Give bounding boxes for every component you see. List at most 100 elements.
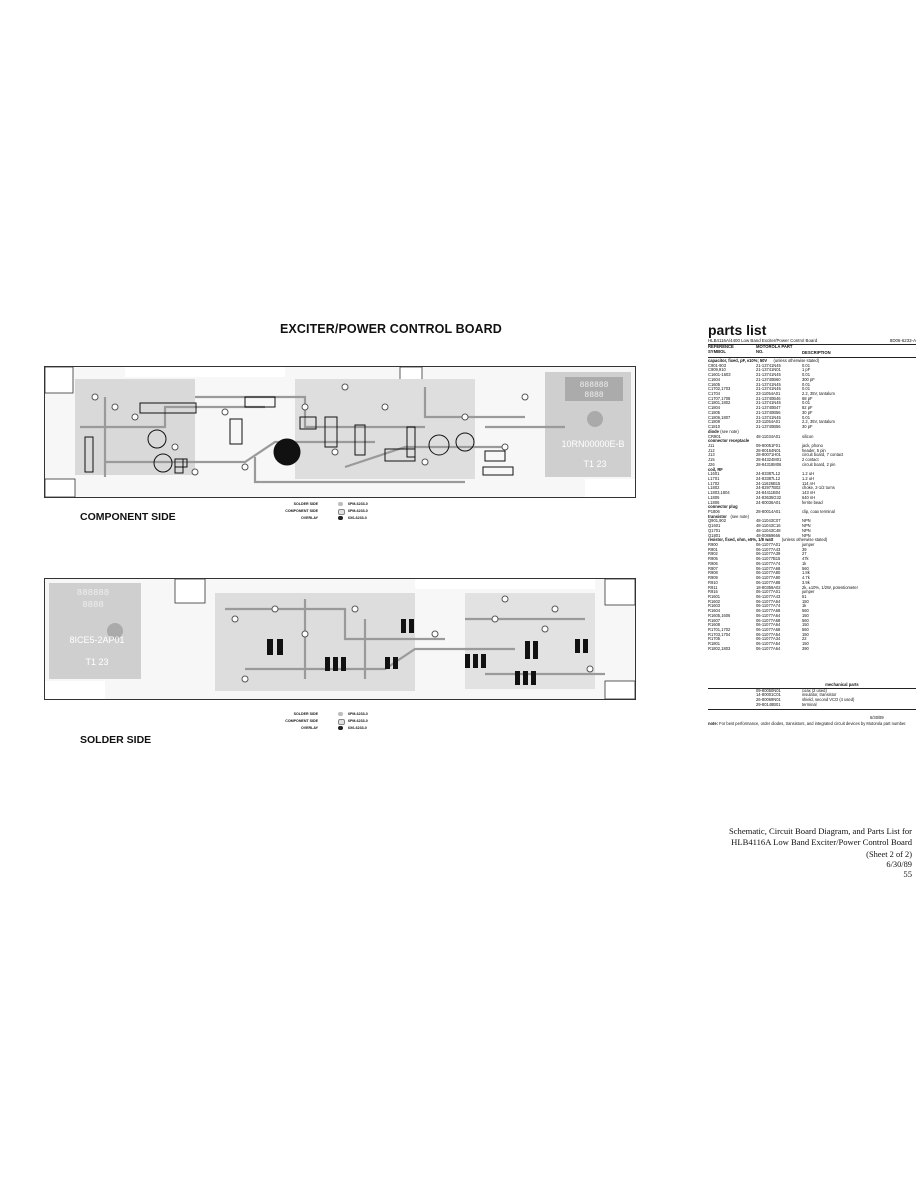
part-desc: 47k bbox=[802, 556, 809, 562]
note-text: For best performance, order diodes, tran… bbox=[719, 721, 907, 726]
category-label: coil, RF bbox=[708, 466, 723, 472]
part-ref: R901 bbox=[708, 546, 718, 552]
part-number: 06-11077A90 bbox=[756, 575, 781, 581]
category-note: (see note) bbox=[720, 428, 739, 434]
parts-list-date: 6/30/89 bbox=[870, 715, 884, 720]
part-number: 48-11034A01 bbox=[756, 433, 781, 439]
part-number: 21-13741N01 bbox=[756, 367, 781, 373]
part-number: 24-83387L12 bbox=[756, 471, 781, 477]
part-number: 06-11077A34 bbox=[756, 636, 781, 642]
parts-category: resistor, fixed, ohm, ±5%, 1/8 watt(unle… bbox=[708, 538, 916, 543]
caption-line-2: HLB4116A Low Band Exciter/Power Control … bbox=[731, 836, 912, 847]
legend-swatch bbox=[338, 719, 345, 725]
part-ref: P1806 bbox=[708, 509, 720, 514]
part-ref: L1805 bbox=[708, 494, 720, 500]
caption-line-1: Schematic, Circuit Board Diagram, and Pa… bbox=[728, 826, 912, 836]
category-label: connector receptacle bbox=[708, 438, 750, 444]
silk-text-1: 8ICE5-2AP01 bbox=[69, 635, 124, 645]
part-ref: C1604 bbox=[708, 376, 721, 382]
part-ref: R1705 bbox=[708, 636, 721, 642]
part-number: 14-80001C01 bbox=[756, 692, 781, 698]
part-number: 06-11077A39 bbox=[756, 551, 781, 557]
solder-side-artwork: 888888 8888 8ICE5-2AP01 T1 23 bbox=[45, 579, 635, 699]
part-number: 23-11054A01 bbox=[756, 419, 781, 425]
part-number: 21-13740B56 bbox=[756, 424, 781, 430]
part-desc: 150 bbox=[802, 612, 809, 618]
part-ref: R1605,1606 bbox=[708, 612, 731, 618]
part-number: 06-11077A01 bbox=[756, 589, 781, 595]
part-ref: R1701,1702 bbox=[708, 626, 731, 632]
category-note: (see note) bbox=[730, 513, 749, 519]
part-number: 06-11077A68 bbox=[756, 626, 781, 632]
part-desc: 560 bbox=[802, 626, 809, 632]
part-ref: J13 bbox=[708, 452, 715, 458]
part-ref: J26 bbox=[708, 461, 715, 467]
part-number: 28-80164N01 bbox=[756, 447, 781, 453]
part-ref: C901-903 bbox=[708, 362, 726, 368]
category-note: (unless otherwise stated) bbox=[781, 537, 828, 543]
part-number: 09-80051F01 bbox=[756, 442, 781, 448]
part-desc: 1.8k bbox=[802, 570, 810, 576]
part-number: 21-13740B56 bbox=[756, 409, 781, 415]
part-desc: shield, second VCO (4 used) bbox=[802, 697, 855, 703]
silk-text-1: 10RN00000E-B bbox=[561, 439, 624, 449]
part-ref: R909 bbox=[708, 575, 718, 581]
category-label: connector plug bbox=[708, 504, 738, 510]
part-desc: choke, 2-1/2 turns bbox=[802, 485, 835, 491]
part-ref: Q1701 bbox=[708, 527, 721, 533]
part-number: 21-13740B46 bbox=[756, 395, 781, 401]
parts-category: capacitor, fixed, pF, ±10%; 50V(unless o… bbox=[708, 358, 916, 364]
part-number: 48-11043C07 bbox=[756, 518, 781, 524]
part-desc: 51 bbox=[802, 593, 807, 599]
legend-swatch bbox=[338, 516, 343, 520]
sheet-number: (Sheet 2 of 2) bbox=[866, 850, 912, 859]
part-desc: jack, phono bbox=[802, 442, 823, 448]
parts-list-note: note: For best performance, order diodes… bbox=[708, 721, 916, 726]
part-ref: R1601 bbox=[708, 593, 721, 599]
part-number: 48-11043C16 bbox=[756, 523, 781, 529]
part-number: 24-80036A01 bbox=[756, 499, 781, 505]
solder-side-label: SOLDER SIDE bbox=[80, 734, 152, 746]
parts-category: diode(see note) bbox=[708, 428, 916, 435]
part-ref: L1803,1804 bbox=[708, 490, 730, 496]
parts-category: transistor(see note) bbox=[708, 513, 916, 520]
part-ref: C1704 bbox=[708, 391, 721, 397]
header-part: MOTOROLA PART NO. bbox=[756, 344, 793, 354]
part-ref: R908 bbox=[708, 570, 718, 576]
part-desc: 3.9k bbox=[802, 579, 810, 585]
legend-swatch bbox=[338, 502, 343, 506]
part-number: 06-11077B15 bbox=[756, 556, 781, 562]
part-desc: terminal bbox=[802, 701, 817, 707]
legend-swatch bbox=[338, 726, 343, 730]
part-desc: 0.01 bbox=[802, 381, 810, 387]
part-desc: 27 bbox=[802, 551, 807, 557]
silk-text-2: T1 23 bbox=[85, 657, 108, 667]
part-ref: R1603 bbox=[708, 603, 721, 609]
part-number: 23-11054A01 bbox=[756, 391, 781, 397]
